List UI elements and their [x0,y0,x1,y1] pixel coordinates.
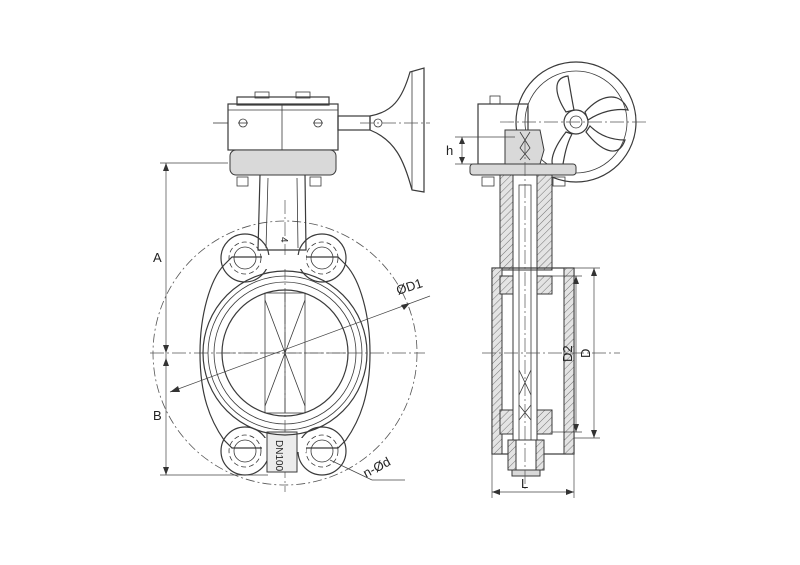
dimension-D2: D2 [552,275,582,433]
dimension-A: A [153,162,228,353]
front-view: 4 DI DN100 [150,67,431,492]
valve-body: DN100 [199,233,371,476]
body-side [482,140,620,490]
dimension-B: B [153,353,268,476]
label-D2: D2 [560,345,575,362]
gearbox [213,91,339,187]
label-L: L [521,476,528,491]
label-h: h [446,143,453,158]
nominal-size-label: DN100 [273,440,284,472]
label-B: B [153,408,162,423]
handwheel-side [337,67,430,193]
dimension-L: L [491,454,575,498]
stem-mark-top: 4 [278,237,289,243]
dimension-h: h [446,136,515,165]
dimension-D: D [574,267,600,439]
side-view: h D2 D L [446,61,648,498]
label-D1: ØD1 [394,275,424,298]
dimension-holes: n-Ød [329,454,405,481]
label-D: D [578,349,593,358]
label-A: A [153,250,162,265]
neck-side [499,174,553,271]
